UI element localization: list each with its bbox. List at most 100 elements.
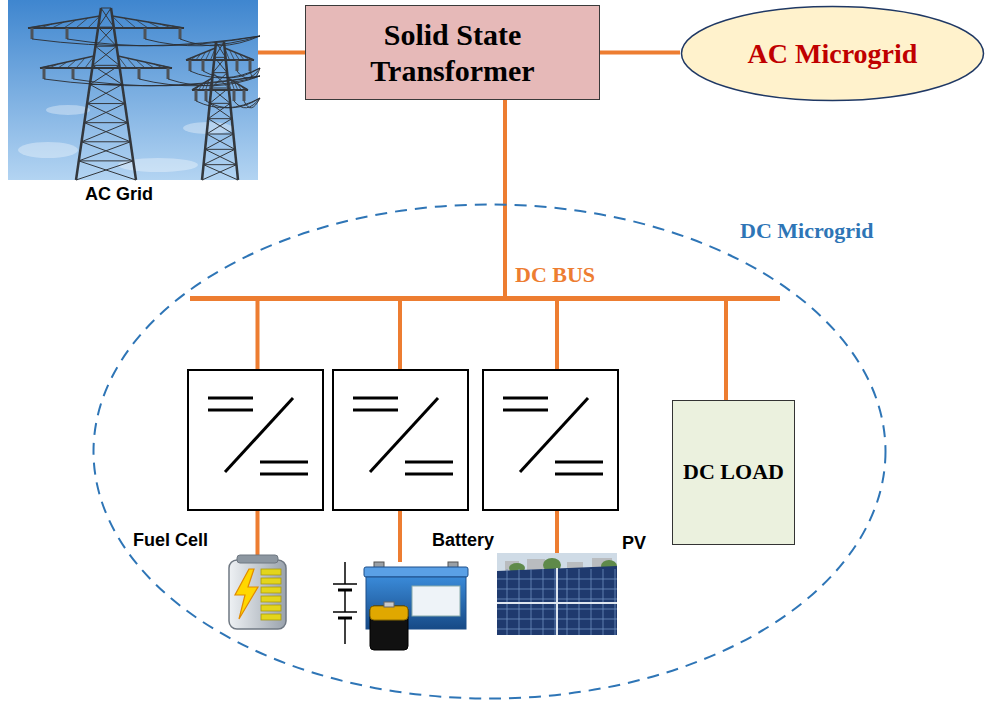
transformer-box: Solid State Transformer <box>305 5 600 100</box>
pylon-brace <box>208 119 233 134</box>
dc-symbol <box>208 409 253 412</box>
power-wire <box>139 76 260 86</box>
power-line <box>724 301 728 400</box>
converter-outline <box>483 370 618 510</box>
grid-photo: AC Grid <box>8 0 258 180</box>
pylon-brace <box>216 42 224 43</box>
pylon-brace <box>84 122 127 123</box>
pylon-brace <box>210 48 215 60</box>
pylon-brace <box>82 142 134 161</box>
pylon-brace <box>52 22 64 28</box>
pylon-brace <box>87 104 128 123</box>
dc-bus: DC BUS <box>190 296 780 301</box>
pylon-brace <box>239 54 244 60</box>
battery-lid <box>364 567 468 577</box>
pylon-arm <box>228 78 248 90</box>
microgrid-ellipse: AC Microgrid <box>680 5 985 102</box>
power-wire <box>196 98 260 108</box>
pv-icon-art <box>497 553 617 635</box>
dc-symbol <box>208 397 253 400</box>
battery-sticker <box>412 586 460 616</box>
fuel-cell-icon: Fuel Cell <box>225 555 290 630</box>
pylon-brace <box>206 80 209 90</box>
source-label: AC Grid <box>85 184 153 206</box>
grid-photo-art <box>8 0 258 180</box>
dc-symbol <box>555 473 603 476</box>
insulator <box>189 60 192 71</box>
insulator <box>233 90 236 101</box>
region-label: DC Microgrid <box>740 218 873 244</box>
power-wire <box>244 98 260 108</box>
insulator <box>195 90 198 101</box>
pylon-brace <box>49 64 58 68</box>
pylon-brace <box>209 78 212 90</box>
dc-dc-converter <box>188 370 323 510</box>
power-wire <box>180 36 260 46</box>
cell-symbol <box>344 618 346 644</box>
load-box: DC LOAD <box>672 400 795 545</box>
dc-symbol <box>353 397 398 400</box>
lightning-bolt <box>235 569 258 619</box>
insulator <box>72 68 75 79</box>
pylon-brace <box>58 62 67 68</box>
pylon-brace <box>204 164 237 165</box>
pylon-arm <box>186 48 215 60</box>
dc-symbol <box>503 397 548 400</box>
pylon-brace <box>199 84 202 90</box>
pylon-brace <box>238 84 241 90</box>
pylon-brace <box>211 88 228 89</box>
pylon-brace <box>64 20 76 28</box>
pylon-brace <box>192 88 195 90</box>
cell-symbol <box>333 583 357 585</box>
source-label: PV <box>622 533 646 555</box>
charge-bar <box>261 605 281 611</box>
pylon-brace <box>90 84 125 103</box>
pylon-brace <box>195 86 198 90</box>
pylon-brace <box>76 18 88 28</box>
pylon-brace <box>145 62 154 68</box>
power-wire <box>32 36 260 46</box>
pylon-arm <box>192 78 212 90</box>
power-wire <box>67 36 260 46</box>
pylon-brace <box>118 56 127 68</box>
pylon-brace <box>207 119 232 134</box>
charge-bar <box>261 578 281 584</box>
microgrid-title: AC Microgrid <box>748 37 918 71</box>
dc-symbol <box>503 409 548 412</box>
pylon-brace <box>84 123 130 142</box>
insulator <box>249 60 252 71</box>
dc-symbol <box>353 409 398 412</box>
charge-bar <box>261 569 281 575</box>
insulator <box>144 28 147 39</box>
pylon-brace <box>40 24 52 28</box>
pylon-brace <box>87 84 122 103</box>
pylon-brace <box>207 134 234 135</box>
insulator <box>167 68 170 79</box>
dc-dc-converter <box>483 370 618 510</box>
insulator <box>243 90 246 101</box>
pylon-brace <box>82 123 128 142</box>
pylon-brace <box>79 160 133 161</box>
charge-bar <box>261 587 281 593</box>
pylon-brace <box>163 66 172 68</box>
charge-bar <box>261 596 281 602</box>
pylon-brace <box>213 73 229 88</box>
pylon <box>186 42 254 180</box>
pylon-brace <box>101 8 114 27</box>
pylon-arm <box>118 56 172 68</box>
battery-icon: Battery <box>330 562 470 652</box>
fuel-cell-body <box>229 560 286 629</box>
pylon-arm <box>225 48 254 60</box>
pylon-brace <box>244 56 249 60</box>
dc-dc-converter <box>333 370 468 510</box>
cell-symbol <box>344 562 346 584</box>
power-wire <box>203 68 260 78</box>
pylon-brace <box>214 42 224 57</box>
box-title: DC LOAD <box>683 459 784 485</box>
cloud <box>46 105 90 115</box>
dc-symbol <box>260 473 308 476</box>
pylon-arm <box>40 56 94 68</box>
pylon-brace <box>136 20 148 28</box>
pylon-brace <box>210 103 230 104</box>
